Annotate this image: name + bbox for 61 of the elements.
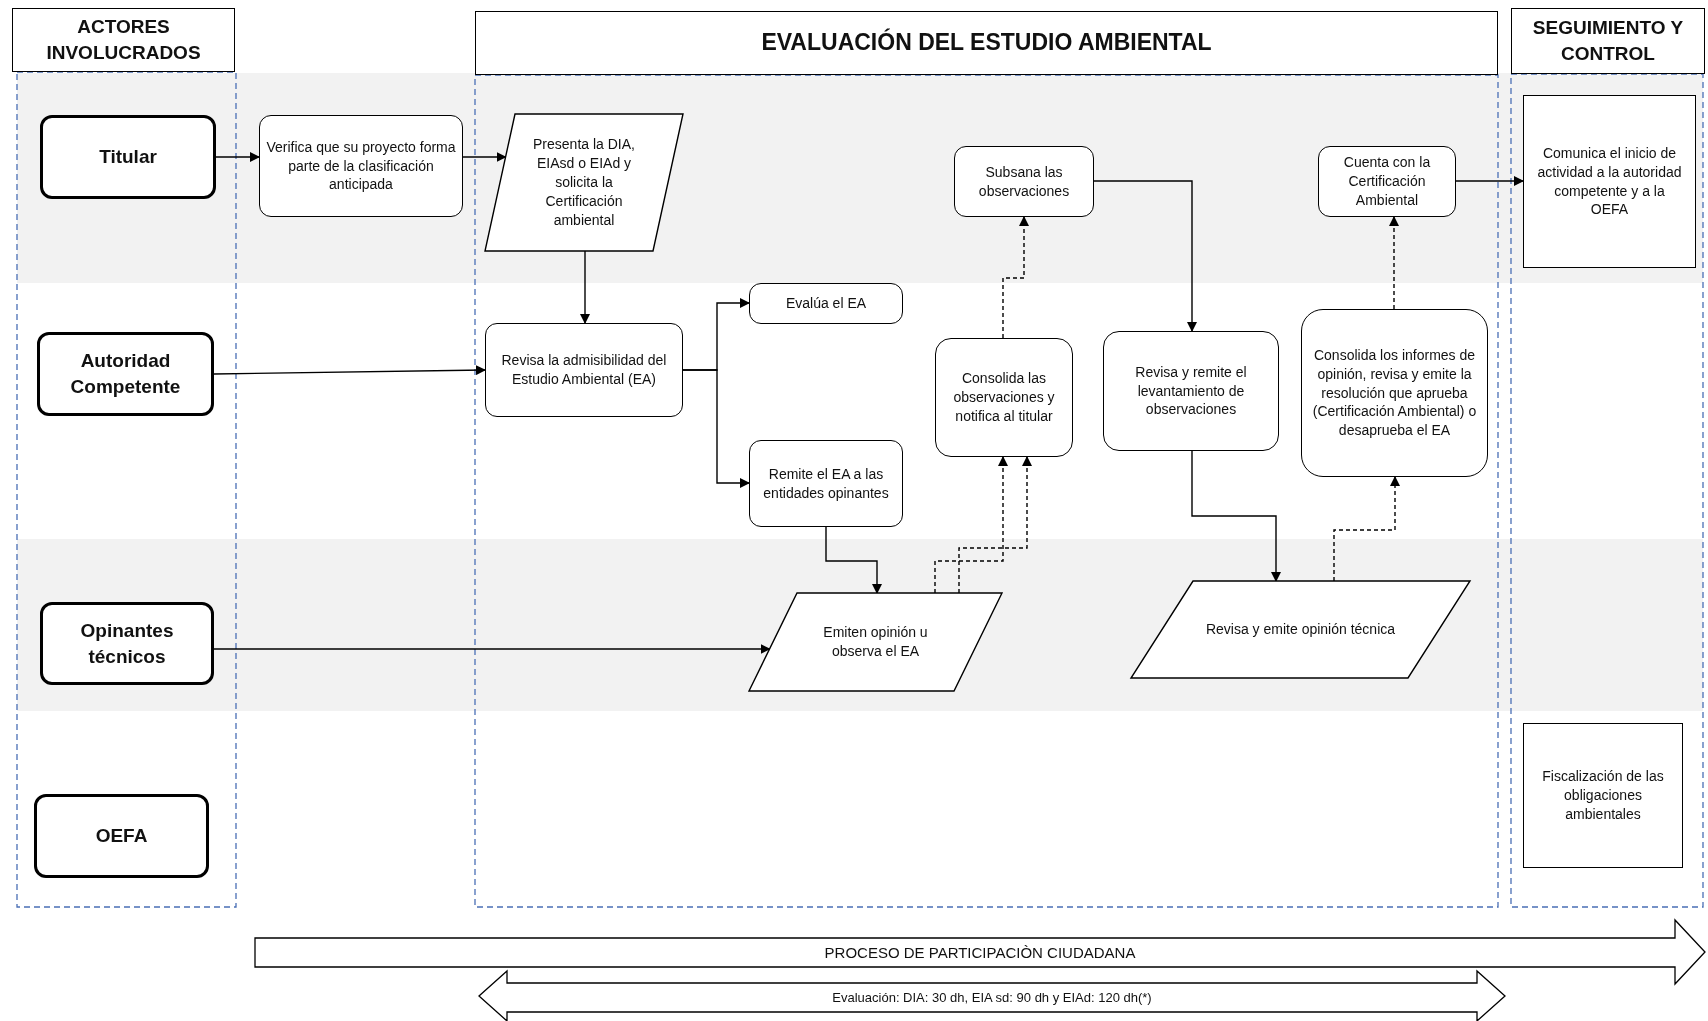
column-title: SEGUIMIENTO Y CONTROL [1531,16,1685,66]
arrow [580,250,590,324]
actor-box [34,794,209,878]
data-parallelogram [485,114,683,251]
column-title: ACTORES INVOLUCRADOS [45,15,202,65]
process-box [749,283,903,324]
data-parallelogram [749,593,1002,691]
node-label: Revisa y emite opinión técnica [1205,620,1396,639]
arrow [215,152,260,162]
node-label: Emiten opinión u observa el EA [822,623,929,661]
column-title: EVALUACIÓN DEL ESTUDIO AMBIENTAL [761,27,1212,58]
process-box [1301,309,1488,477]
node-label: Revisa y remite el levantamiento de observaciones [1134,362,1248,420]
arrow [1389,216,1399,310]
node-label: Consolida los informes de opinión, revisa y emite la resolución que aprueba (Certificación Ambiental) o desaprueba el EA [1311,345,1478,441]
node-label: Verifica que su proyecto forma parte de la clasificación anticipada [266,137,456,195]
process-box [1318,146,1456,217]
arrow [1093,180,1197,332]
arrow [1191,450,1281,582]
arrow [958,456,1032,594]
arrow [462,152,507,162]
arrow [1455,176,1524,186]
process-box [1103,331,1279,451]
arrow [825,526,882,594]
process-box [259,115,463,217]
process-box [485,323,683,417]
node-label: Evalúa el EA [785,294,867,313]
actor-box [40,602,214,685]
actor-label: Titular [99,145,157,170]
duration-banner [479,971,1505,1021]
actor-label: Autoridad Competente [69,349,182,399]
arrow [213,365,486,376]
process-box [749,440,903,527]
arrow [1002,216,1029,339]
node-label: Revisa la admisibilidad del Estudio Ambiental (EA) [500,351,668,389]
column-header [1511,8,1705,74]
process-banner [255,920,1705,984]
node-label: Consolida las observaciones y notifica al titular [952,369,1056,426]
node-label: Subsana las observaciones [977,162,1071,201]
process-box [1523,95,1696,268]
process-box [954,146,1094,217]
data-parallelogram [1131,581,1470,678]
node-label: Comunica el inicio de actividad a la autoridad competente y a la OEFA [1536,143,1683,220]
column-header [475,11,1498,75]
node-label: PROCESO DE PARTICIPACIÒN CIUDADANA [824,943,1136,963]
arrow [682,369,750,488]
process-box [1523,723,1683,868]
arrow [213,644,771,654]
arrow [1333,476,1400,582]
node-label: Fiscalización de las obligaciones ambientales [1541,767,1665,824]
actor-label: Opinantes técnicos [79,618,175,669]
actor-box [40,115,216,199]
actor-box [37,332,214,416]
node-label: Remite el EA a las entidades opinantes [762,464,890,503]
node-label: Cuenta con la Certificación Ambiental [1342,153,1432,210]
process-box [935,338,1073,457]
actor-label: OEFA [95,824,148,849]
node-label: Presenta la DIA, EIAsd o EIAd y solicita la Certificación ambiental [532,135,636,230]
node-label: Evaluación: DIA: 30 dh, EIA sd: 90 dh y EIAd: 120 dh(*) [832,989,1152,1007]
column-header [12,8,235,72]
arrow [934,456,1008,594]
